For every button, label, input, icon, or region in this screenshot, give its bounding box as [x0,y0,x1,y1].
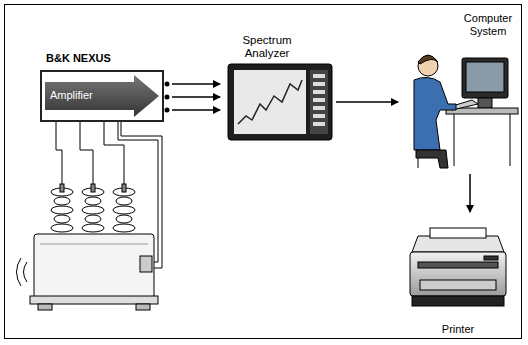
transformer [30,184,158,310]
node-label: Printer [406,323,510,336]
amplifier-label: Amplifier [42,72,162,102]
signal-arrow [172,109,220,111]
computer-node: Computer System [400,10,520,172]
printer-node: Printer [406,214,510,338]
signal-arrow [469,174,471,212]
printer-illustration [410,228,506,306]
vibration-waves [17,258,28,286]
signal-arrow [172,96,220,98]
computer-user [414,55,518,168]
amplifier-box: Amplifier [40,70,164,122]
signal-arrow [336,101,398,103]
output-dots [165,82,170,113]
analyzer-node: Spectrum Analyzer [222,34,334,142]
device-heading: B&K NEXUS [40,50,164,70]
node-label: Computer System [456,12,520,38]
signal-arrow [172,83,220,85]
node-label: Spectrum Analyzer [226,34,308,60]
amplifier-node: B&K NEXUSAmplifier [40,50,164,122]
analyzer-monitor [228,64,332,140]
